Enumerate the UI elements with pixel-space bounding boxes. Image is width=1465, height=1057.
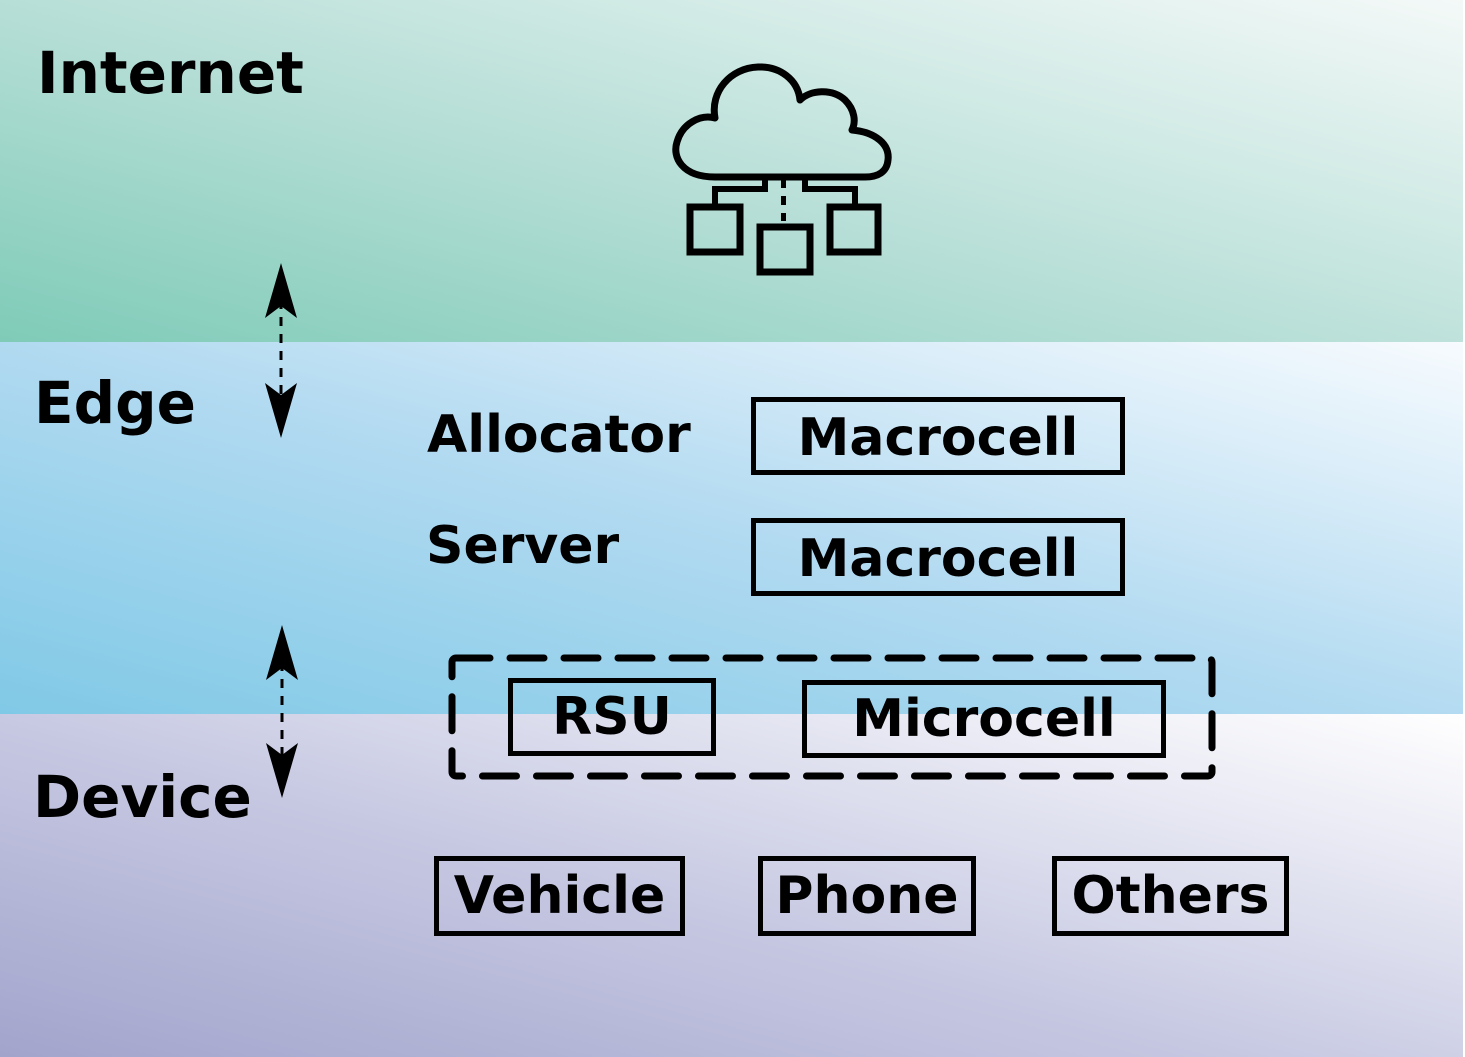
server-macrocell-box: Macrocell — [751, 518, 1125, 596]
vehicle-box: Vehicle — [434, 856, 685, 936]
allocator-label: Allocator — [427, 405, 691, 465]
edge-device-arrow-icon — [266, 625, 298, 798]
phone-box: Phone — [758, 856, 976, 936]
edge-layer-label: Edge — [34, 369, 196, 437]
internet-layer — [0, 0, 1463, 342]
internet-edge-arrow-icon — [265, 263, 297, 438]
device-layer-label: Device — [33, 763, 252, 831]
rsu-box: RSU — [508, 678, 716, 756]
others-box: Others — [1052, 856, 1289, 936]
access-group-border — [448, 654, 1216, 780]
device-layer — [0, 714, 1463, 1057]
cloud-network-icon — [672, 63, 892, 276]
server-label: Server — [426, 516, 620, 576]
internet-layer-label: Internet — [37, 39, 304, 107]
microcell-box: Microcell — [802, 680, 1166, 758]
edge-layer — [0, 342, 1463, 714]
allocator-macrocell-box: Macrocell — [751, 397, 1125, 475]
